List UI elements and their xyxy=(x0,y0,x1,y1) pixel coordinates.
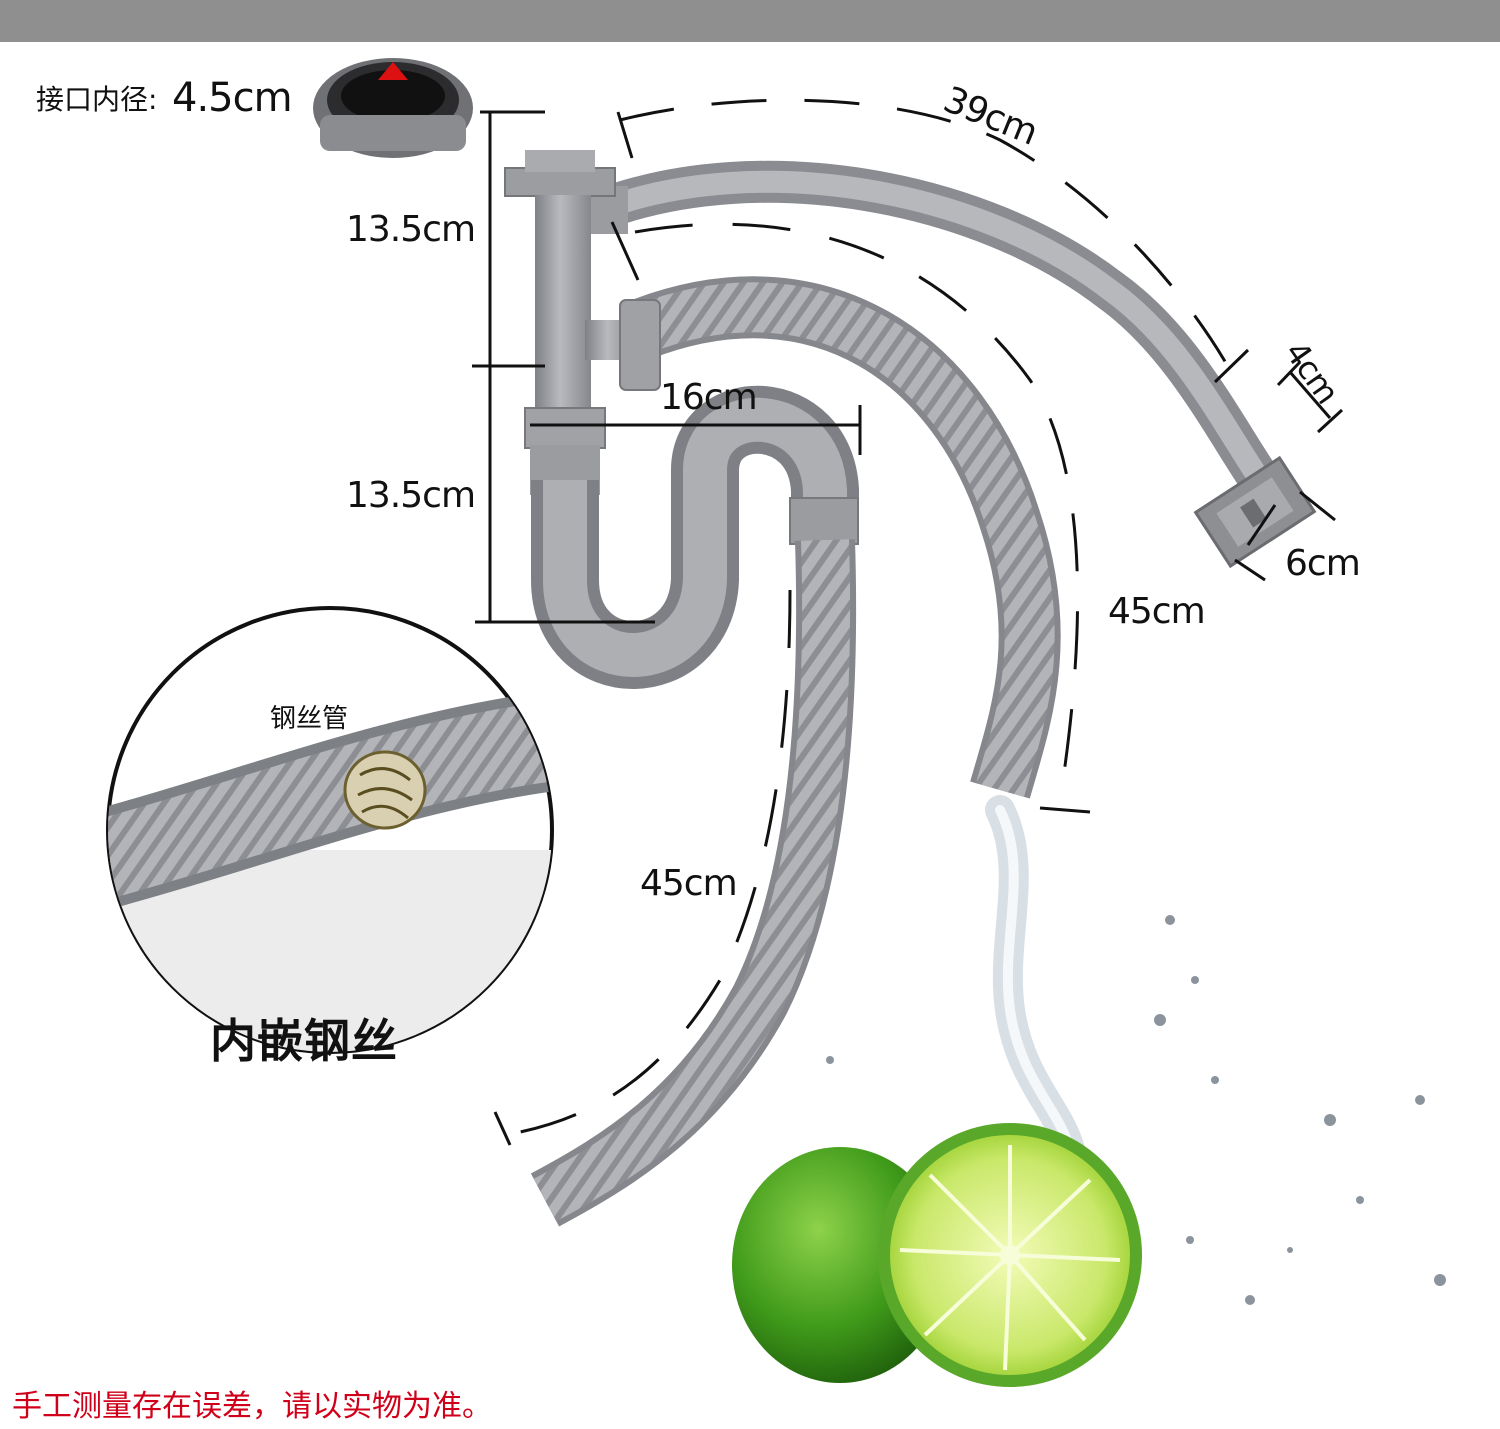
dim-drain-hose-right: 45cm xyxy=(1108,591,1206,632)
steel-wire-inset xyxy=(106,606,554,1054)
drain-hose-left xyxy=(530,539,857,1227)
top-bar xyxy=(0,0,1500,42)
inner-diameter-value: 4.5cm xyxy=(172,75,293,121)
dim-overflow-head-width: 6cm xyxy=(1285,543,1361,584)
main-tube xyxy=(504,150,661,495)
inset-hose-label: 钢丝管 xyxy=(270,704,349,734)
dimension-lines xyxy=(472,98,1344,1146)
footer-disclaimer: 手工测量存在误差，请以实物为准。 xyxy=(12,1389,492,1424)
s-trap xyxy=(531,385,859,689)
dim-upper-tube: 13.5cm xyxy=(346,209,476,250)
inset-caption: 内嵌钢丝 xyxy=(210,1014,398,1068)
fitting-ring-icon xyxy=(313,58,473,158)
dim-drain-hose-left: 45cm xyxy=(640,863,738,904)
drain-hose-right xyxy=(628,276,1061,799)
water-stream xyxy=(826,795,1446,1305)
overflow-head xyxy=(1193,455,1317,569)
limes xyxy=(732,1123,1142,1387)
dim-lower-trap: 13.5cm xyxy=(346,475,476,516)
inner-diameter-label: 接口内径: xyxy=(36,83,158,116)
dim-trap-width: 16cm xyxy=(660,377,758,418)
